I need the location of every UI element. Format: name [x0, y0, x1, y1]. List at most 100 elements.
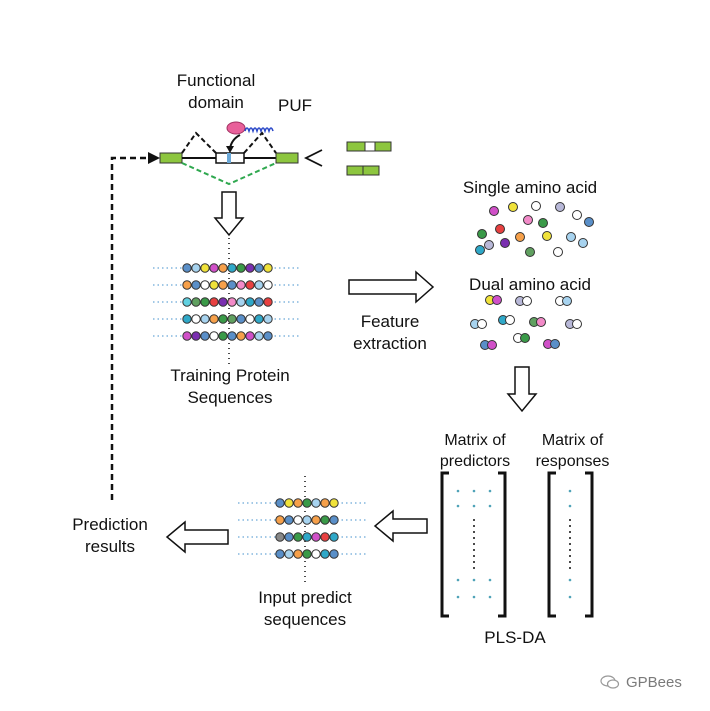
amino-acid-bead: [245, 263, 255, 273]
amino-acid-bead: [263, 297, 273, 307]
matrix-entry: [456, 578, 460, 582]
isoform-inclusion-mid: [364, 141, 376, 152]
matrix-ellipsis: [473, 531, 475, 533]
amino-acid-bead: [275, 549, 285, 559]
dual-dot-b: [520, 333, 530, 343]
amino-acid-bead: [200, 331, 210, 341]
inclusion-splice-right: [243, 131, 277, 154]
dual-dot-b: [492, 295, 502, 305]
amino-acid-dot: [475, 245, 485, 255]
feedback-dashed-line: [110, 156, 150, 500]
matrix-ellipsis: [473, 543, 475, 545]
amino-acid-bead: [182, 280, 192, 290]
inclusion-splice-left: [181, 131, 217, 154]
matrix-ellipsis: [473, 561, 475, 563]
amino-acid-bead: [227, 331, 237, 341]
amino-acid-bead: [254, 297, 264, 307]
matrix-ellipsis: [473, 537, 475, 539]
amino-acid-bead: [275, 498, 285, 508]
predictors-left-bracket: [440, 471, 449, 618]
amino-acid-bead: [329, 498, 339, 508]
isoform-skip-left: [346, 165, 364, 176]
amino-acid-dot: [538, 218, 548, 228]
amino-acid-bead: [209, 263, 219, 273]
label-sequences: Sequences: [187, 388, 273, 407]
amino-acid-dot: [553, 247, 563, 257]
matrix-entry: [488, 489, 492, 493]
feedback-loop: [110, 152, 160, 500]
binding-arrow-head: [226, 146, 234, 153]
matrix-ellipsis: [473, 555, 475, 557]
amino-acid-bead: [320, 515, 330, 525]
amino-acid-bead: [263, 314, 273, 324]
amino-acid-bead: [209, 280, 219, 290]
amino-acid-bead: [302, 498, 312, 508]
amino-acid-dot: [525, 247, 535, 257]
predictors-right-bracket: [498, 471, 507, 618]
exon-middle-mark: [227, 153, 231, 163]
splice-arrow-up: [303, 149, 323, 167]
label-domain: domain: [188, 93, 244, 112]
amino-acid-bead: [275, 532, 285, 542]
arrow-left-to-prediction: [165, 520, 229, 554]
amino-acid-dot: [523, 215, 533, 225]
amino-acid-bead: [218, 314, 228, 324]
matrix-ellipsis: [569, 519, 571, 521]
dual-dot-b: [505, 315, 515, 325]
matrix-entry: [568, 578, 572, 582]
amino-acid-bead: [236, 314, 246, 324]
amino-acid-dot: [578, 238, 588, 248]
label-puf: PUF: [278, 96, 312, 115]
amino-acid-bead: [245, 331, 255, 341]
label-prediction: Prediction: [72, 515, 148, 534]
amino-acid-bead: [302, 532, 312, 542]
matrix-entry: [488, 578, 492, 582]
watermark-text: GPBees: [626, 674, 682, 691]
amino-acid-bead: [293, 549, 303, 559]
splicing-schematic: [159, 121, 392, 186]
label-matrix-of-predictors: Matrix of: [444, 432, 506, 449]
exon-right: [275, 152, 299, 164]
amino-acid-dot: [489, 206, 499, 216]
label-pls-da: PLS-DA: [484, 628, 546, 647]
amino-acid-dot: [584, 217, 594, 227]
isoform-skip-right: [362, 165, 380, 176]
arrow-left-to-input: [373, 509, 428, 543]
responses-right-bracket: [585, 471, 594, 618]
label-predictors: predictors: [439, 453, 511, 470]
matrix-entry: [472, 595, 476, 599]
amino-acid-bead: [329, 549, 339, 559]
matrix-ellipsis: [569, 555, 571, 557]
amino-acid-bead: [209, 314, 219, 324]
matrix-responses: [547, 471, 594, 618]
amino-acid-bead: [284, 515, 294, 525]
matrix-ellipsis: [569, 549, 571, 551]
amino-acid-dot: [477, 229, 487, 239]
matrix-entry: [488, 595, 492, 599]
amino-acid-bead: [227, 280, 237, 290]
label-responses: responses: [535, 453, 610, 470]
amino-acid-bead: [245, 314, 255, 324]
amino-acid-dot: [555, 202, 565, 212]
amino-acid-bead: [191, 297, 201, 307]
amino-acid-bead: [227, 263, 237, 273]
label-results: results: [84, 537, 136, 556]
dual-dot-b: [562, 296, 572, 306]
dual-dot-b: [487, 340, 497, 350]
single-amino-acid-dots: [475, 201, 594, 257]
dual-dot-b: [572, 319, 582, 329]
functional-domain-shape: [226, 121, 246, 135]
matrix-entry: [568, 504, 572, 508]
amino-acid-bead: [293, 515, 303, 525]
amino-acid-dot: [495, 224, 505, 234]
matrix-ellipsis: [473, 549, 475, 551]
matrix-entry: [472, 489, 476, 493]
arrow-down-to-training: [213, 191, 245, 237]
isoform-inclusion-left: [346, 141, 366, 152]
amino-acid-bead: [218, 263, 228, 273]
label-dual-amino-acid: Dual amino acid: [469, 275, 591, 294]
amino-acid-dot: [515, 232, 525, 242]
arrow-down-to-matrix: [506, 366, 538, 413]
amino-acid-bead: [218, 331, 228, 341]
